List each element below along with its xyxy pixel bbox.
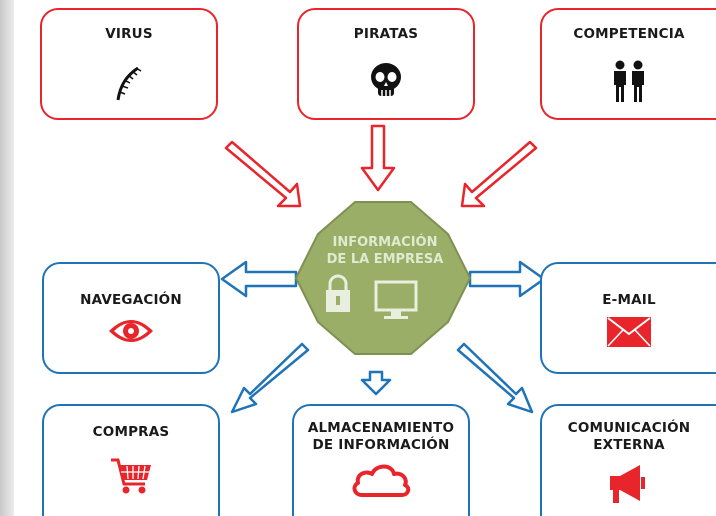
threat-box-piratas: PIRATAS bbox=[297, 8, 475, 120]
arrow-center-to-almacenamiento bbox=[360, 370, 392, 396]
arrow-virus-to-center bbox=[224, 140, 302, 208]
asset-label: E-MAIL bbox=[602, 292, 656, 308]
center-polygon bbox=[294, 201, 472, 355]
arrow-center-to-comunicacion bbox=[456, 342, 534, 414]
monitor-icon bbox=[374, 280, 418, 319]
threat-label: PIRATAS bbox=[353, 26, 419, 42]
asset-label: ALMACENAMIENTO DE INFORMACIÓN bbox=[307, 420, 455, 453]
virus-icon bbox=[116, 66, 142, 101]
asset-box-email: E-MAIL bbox=[540, 262, 716, 374]
arrow-competencia-to-center bbox=[460, 140, 538, 208]
asset-box-compras: COMPRAS bbox=[42, 404, 220, 516]
asset-box-navegacion: NAVEGACIÓN bbox=[42, 262, 220, 374]
threat-box-virus: VIRUS bbox=[40, 8, 218, 120]
center-label: INFORMACIÓN DE LA EMPRESA bbox=[326, 235, 444, 267]
people-icon bbox=[614, 60, 644, 102]
envelope-icon bbox=[607, 317, 651, 347]
asset-label: NAVEGACIÓN bbox=[80, 292, 182, 308]
threat-label: VIRUS bbox=[105, 26, 153, 42]
asset-label: COMUNICACIÓN EXTERNA bbox=[567, 420, 691, 453]
asset-box-comunicacion: COMUNICACIÓN EXTERNA bbox=[540, 404, 716, 516]
cloud-icon bbox=[352, 464, 411, 497]
asset-label: COMPRAS bbox=[92, 424, 170, 440]
arrow-center-to-email bbox=[468, 260, 546, 298]
megaphone-icon bbox=[610, 465, 645, 503]
arrow-piratas-to-center bbox=[360, 124, 396, 192]
asset-box-almacenamiento: ALMACENAMIENTO DE INFORMACIÓN bbox=[292, 404, 470, 516]
shopping-cart-icon bbox=[111, 458, 151, 494]
arrow-center-to-navegacion bbox=[220, 260, 298, 298]
threat-label: COMPETENCIA bbox=[573, 26, 685, 42]
eye-icon bbox=[109, 320, 153, 342]
arrow-center-to-compras bbox=[230, 342, 310, 414]
lock-icon bbox=[326, 274, 350, 312]
left-shadow-strip bbox=[0, 0, 14, 516]
skull-icon bbox=[371, 63, 401, 96]
threat-box-competencia: COMPETENCIA bbox=[540, 8, 716, 120]
